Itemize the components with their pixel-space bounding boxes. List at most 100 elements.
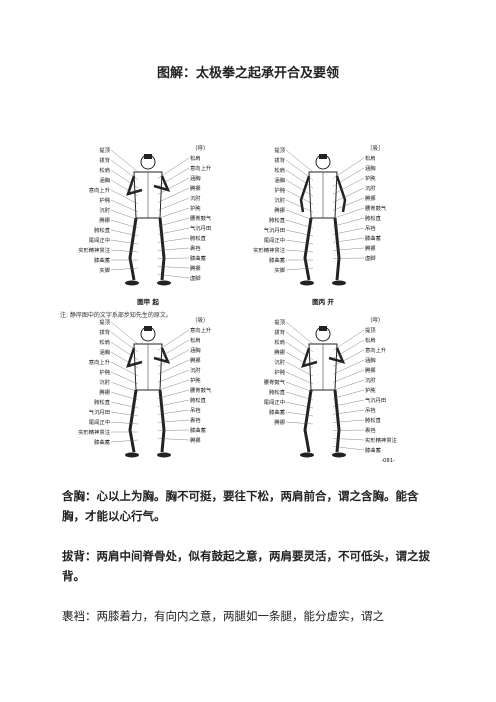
posture-label: 胯松直 bbox=[94, 398, 111, 406]
term-hanxiong: 含胸： bbox=[62, 489, 97, 503]
figure-left-foot bbox=[300, 452, 314, 458]
posture-label: 膝曲蓄 bbox=[269, 256, 285, 264]
posture-label: 腰脊鼓气 bbox=[190, 214, 212, 222]
posture-label: 拔背 bbox=[274, 328, 285, 336]
posture-label: 腾挪 bbox=[99, 216, 110, 224]
posture-label: 腾挪 bbox=[190, 264, 201, 272]
leader-line bbox=[332, 379, 365, 391]
posture-label: 沉肘 bbox=[99, 378, 110, 386]
leader-line bbox=[110, 239, 139, 245]
posture-label: 拔背 bbox=[99, 328, 110, 336]
leader-line bbox=[110, 361, 139, 377]
posture-label: 腰脊鼓气 bbox=[264, 378, 286, 386]
leader-line bbox=[285, 169, 314, 189]
posture-label: 松肩 bbox=[99, 166, 110, 174]
leader-line bbox=[332, 187, 365, 203]
posture-label: 实脚 bbox=[274, 266, 285, 274]
figure-left-leg bbox=[303, 389, 313, 453]
figure-right-leg bbox=[333, 217, 341, 281]
leader-line bbox=[157, 177, 190, 195]
leader-line bbox=[110, 391, 139, 401]
posture-label: 膝曲蓄 bbox=[365, 234, 381, 242]
posture-label: 腰脊鼓气 bbox=[190, 386, 212, 394]
figure-left-foot bbox=[125, 280, 139, 286]
posture-label: 胯松直 bbox=[94, 226, 111, 234]
leader-line bbox=[332, 349, 365, 367]
posture-label: 尾闾正中 bbox=[89, 418, 110, 426]
posture-label: 腾挪 bbox=[365, 366, 376, 374]
paragraph-hanxiong: 含胸：心以上为胸。胸不可挺，要往下松，两肩前合，谓之含胸。能含胸，才能以心行气。 bbox=[62, 486, 434, 526]
posture-label: 实形精神贯注 bbox=[78, 428, 110, 436]
desc-hanxiong: 心以上为胸。胸不可挺，要往下松，两肩前合，谓之含胸。能含胸，才能以心行气。 bbox=[62, 489, 419, 523]
posture-label: 沉肘 bbox=[365, 376, 376, 384]
leader-line bbox=[285, 371, 314, 385]
leader-line bbox=[157, 207, 190, 219]
leader-line bbox=[332, 419, 365, 423]
figure-right-arm bbox=[153, 347, 171, 364]
posture-label: 腾挪 bbox=[190, 184, 201, 192]
leader-line bbox=[332, 177, 365, 195]
leader-line bbox=[157, 217, 190, 227]
posture-label: 气沉丹田 bbox=[264, 226, 285, 234]
leader-line bbox=[285, 401, 314, 409]
leader-line bbox=[285, 381, 314, 393]
posture-label: 腾挪 bbox=[274, 348, 285, 356]
figure-left-arm bbox=[126, 347, 143, 368]
posture-label: 腾挪 bbox=[99, 388, 110, 396]
posture-label: 膝曲蓄 bbox=[365, 446, 381, 454]
posture-label: 护肫 bbox=[99, 368, 110, 376]
posture-figure: 提顶拔背松肩涵胸意向上升护肫沉肘腾挪胯松直尾闾正中实形精神贯注膝曲蓄实脚松肩意向… bbox=[60, 140, 410, 470]
posture-label: 涵胸 bbox=[365, 164, 376, 172]
posture-label: 实脚 bbox=[99, 266, 110, 274]
posture-label: 拔背 bbox=[274, 156, 285, 164]
leader-line bbox=[332, 389, 365, 399]
leader-line bbox=[332, 399, 365, 407]
panel-caption: 图甲 起 bbox=[137, 297, 159, 306]
posture-label: 膝曲蓄 bbox=[94, 256, 110, 264]
posture-label: 松肩 bbox=[190, 154, 201, 162]
breath-tag: （吸） bbox=[192, 317, 209, 324]
leader-line bbox=[157, 339, 190, 359]
leader-line bbox=[157, 167, 190, 187]
leader-line bbox=[285, 361, 314, 377]
figure-right-foot bbox=[157, 280, 171, 286]
leader-line bbox=[110, 401, 139, 409]
posture-label: 虚脚 bbox=[190, 274, 201, 282]
leader-line bbox=[285, 209, 314, 221]
figure-right-foot bbox=[157, 452, 171, 458]
figure-right-leg bbox=[333, 389, 341, 453]
leader-line bbox=[110, 189, 139, 205]
leader-line bbox=[285, 219, 314, 229]
leader-line bbox=[332, 157, 365, 179]
leader-line bbox=[157, 274, 190, 279]
posture-label: 提顶 bbox=[365, 326, 376, 334]
posture-label: 实形精神贯注 bbox=[78, 246, 110, 254]
posture-label: 提顶 bbox=[274, 146, 285, 154]
posture-label: 涵胸 bbox=[99, 348, 110, 356]
posture-label: 沉肘 bbox=[190, 194, 201, 202]
posture-label: 腾挪 bbox=[365, 194, 376, 202]
page-title: 图解：太极拳之起承开合及要领 bbox=[156, 66, 339, 81]
leader-line bbox=[110, 149, 139, 173]
posture-label: 松肩 bbox=[365, 336, 376, 344]
leader-line bbox=[110, 199, 139, 213]
leader-line bbox=[157, 157, 190, 179]
posture-label: 提顶 bbox=[99, 146, 110, 154]
posture-label: 吊裆 bbox=[190, 406, 201, 414]
leader-line bbox=[157, 438, 190, 441]
leader-line bbox=[157, 379, 190, 391]
leader-line bbox=[157, 419, 190, 423]
leader-line bbox=[110, 159, 139, 181]
posture-label: 涵胸 bbox=[274, 176, 285, 184]
leader-line bbox=[332, 197, 365, 211]
leader-line bbox=[110, 351, 139, 369]
leader-line bbox=[332, 359, 365, 375]
leader-line bbox=[110, 249, 139, 253]
leader-line bbox=[332, 207, 365, 219]
leader-line bbox=[110, 411, 139, 417]
posture-label: 实形精神贯注 bbox=[253, 246, 285, 254]
posture-label: 腰脊鼓气 bbox=[365, 204, 387, 212]
leader-line bbox=[285, 229, 314, 237]
posture-label: 护肫 bbox=[365, 174, 376, 182]
figure-right-arm bbox=[335, 175, 347, 213]
